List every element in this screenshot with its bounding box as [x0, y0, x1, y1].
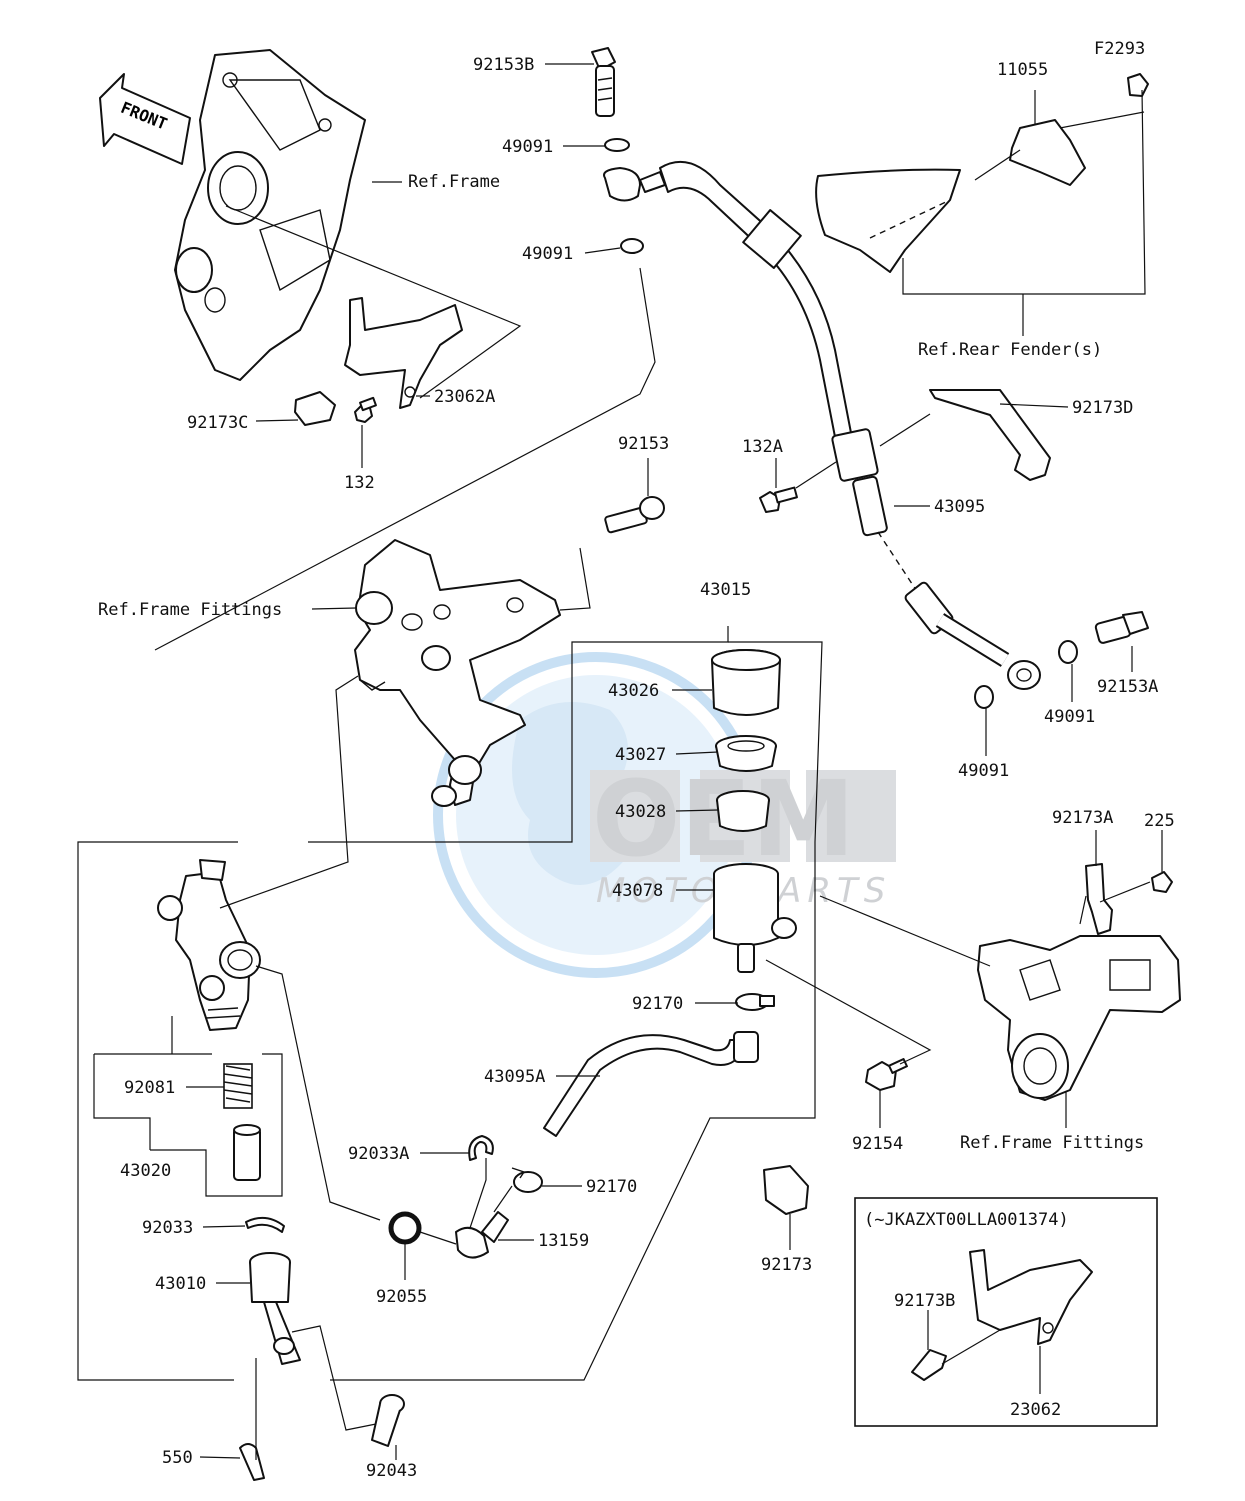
washer-49091-right — [1058, 640, 1078, 664]
reservoir-cap-43026 — [711, 649, 781, 716]
spring-92081 — [223, 1063, 253, 1109]
clip-92173a — [1085, 863, 1113, 935]
bolt-92153 — [604, 496, 665, 534]
banjo-fitting — [603, 167, 666, 202]
label-vin-range: (~JKAZXT00LLA001374) — [864, 1210, 1069, 1230]
bracket-23062a — [344, 297, 463, 409]
label-92173a: 92173A — [1052, 808, 1113, 828]
reservoir-tank-43078 — [713, 863, 797, 973]
label-92170-lower: 92170 — [586, 1177, 637, 1197]
label-ref-frame: Ref.Frame — [408, 172, 500, 192]
hose-clamp-92170-upper — [735, 993, 775, 1011]
vin-range-inset-frame — [854, 1197, 1158, 1427]
label-43028: 43028 — [615, 802, 666, 822]
label-550: 550 — [162, 1448, 193, 1468]
piston-43020 — [233, 1124, 261, 1181]
label-ref-frame-fittings-left: Ref.Frame Fittings — [98, 600, 282, 620]
circlip-92033a — [468, 1135, 494, 1161]
bracket-23062 — [969, 1249, 1093, 1345]
banjo-bolt-92153b — [591, 47, 616, 117]
label-23062: 23062 — [1010, 1400, 1061, 1420]
banjo-bolt-92153a — [1094, 611, 1149, 644]
label-92173b: 92173B — [894, 1291, 955, 1311]
leader-lines — [154, 63, 1163, 1460]
clip-11055 — [1009, 119, 1086, 186]
label-92153a: 92153A — [1097, 677, 1158, 697]
label-ref-frame-fittings-right: Ref.Frame Fittings — [960, 1133, 1144, 1153]
master-cylinder-body — [157, 859, 261, 1031]
oring-92055 — [388, 1211, 422, 1245]
washer-49091-left — [974, 685, 994, 709]
label-13159: 13159 — [538, 1231, 589, 1251]
push-rod-43010 — [249, 1252, 301, 1365]
frame-fittings-right — [977, 935, 1181, 1101]
cotter-pin-550 — [239, 1443, 265, 1481]
hose-clamp-92170-lower — [511, 1167, 543, 1193]
label-92173: 92173 — [761, 1255, 812, 1275]
label-43010: 43010 — [155, 1274, 206, 1294]
label-ref-rear-fender: Ref.Rear Fender(s) — [918, 340, 1102, 360]
label-92033a: 92033A — [348, 1144, 409, 1164]
front-arrow-icon: FRONT — [99, 73, 191, 165]
label-23062a: 23062A — [434, 387, 495, 407]
catalog-code: F2293 — [1094, 39, 1145, 59]
label-11055: 11055 — [997, 60, 1048, 80]
frame-part — [174, 49, 366, 381]
reference-boxes — [77, 626, 823, 1381]
label-92173c: 92173C — [187, 413, 248, 433]
label-92153: 92153 — [618, 434, 669, 454]
label-43026: 43026 — [608, 681, 659, 701]
washer-49091-lower — [620, 238, 644, 254]
label-132: 132 — [344, 473, 375, 493]
label-92173d: 92173D — [1072, 398, 1133, 418]
label-225: 225 — [1144, 811, 1175, 831]
bolt-132 — [354, 396, 377, 423]
diaphragm-plate-43027 — [715, 735, 777, 772]
clip-92173b — [911, 1349, 947, 1381]
watermark: OEM MOTORPARTS — [433, 652, 896, 978]
clip-92173 — [763, 1165, 809, 1215]
washer-49091-top — [604, 138, 630, 152]
label-43027: 43027 — [615, 745, 666, 765]
label-92055: 92055 — [376, 1287, 427, 1307]
label-49091-lower: 49091 — [522, 244, 573, 264]
label-43078: 43078 — [612, 881, 663, 901]
label-49091-left: 49091 — [958, 761, 1009, 781]
brake-hose-43095 — [659, 160, 1041, 690]
rear-fender-part — [815, 168, 961, 273]
label-132a: 132A — [742, 437, 783, 457]
label-49091-top: 49091 — [502, 137, 553, 157]
label-92170-upper: 92170 — [632, 994, 683, 1014]
label-43095a: 43095A — [484, 1067, 545, 1087]
pin-92043 — [371, 1394, 405, 1447]
label-43095: 43095 — [934, 497, 985, 517]
bolt-132a — [759, 486, 798, 513]
label-49091-right: 49091 — [1044, 707, 1095, 727]
label-43015: 43015 — [700, 580, 751, 600]
reservoir-hose-43095a — [543, 1031, 759, 1137]
diaphragm-43028 — [716, 790, 770, 832]
label-43020: 43020 — [120, 1161, 171, 1181]
circlip-92033 — [245, 1216, 285, 1233]
part-labels: 92153B 49091 49091 Ref.Frame 92173C 2306… — [98, 55, 1175, 1481]
clip-92173d — [929, 389, 1051, 481]
label-92081: 92081 — [124, 1078, 175, 1098]
clip-92173c — [294, 391, 336, 426]
label-92033: 92033 — [142, 1218, 193, 1238]
fitting-13159 — [455, 1211, 509, 1259]
label-92043: 92043 — [366, 1461, 417, 1481]
brake-pedal-bracket — [354, 539, 561, 807]
screw-f2293 — [1127, 73, 1149, 97]
screw-225 — [1151, 871, 1173, 893]
label-92154: 92154 — [852, 1134, 903, 1154]
label-92153b: 92153B — [473, 55, 534, 75]
